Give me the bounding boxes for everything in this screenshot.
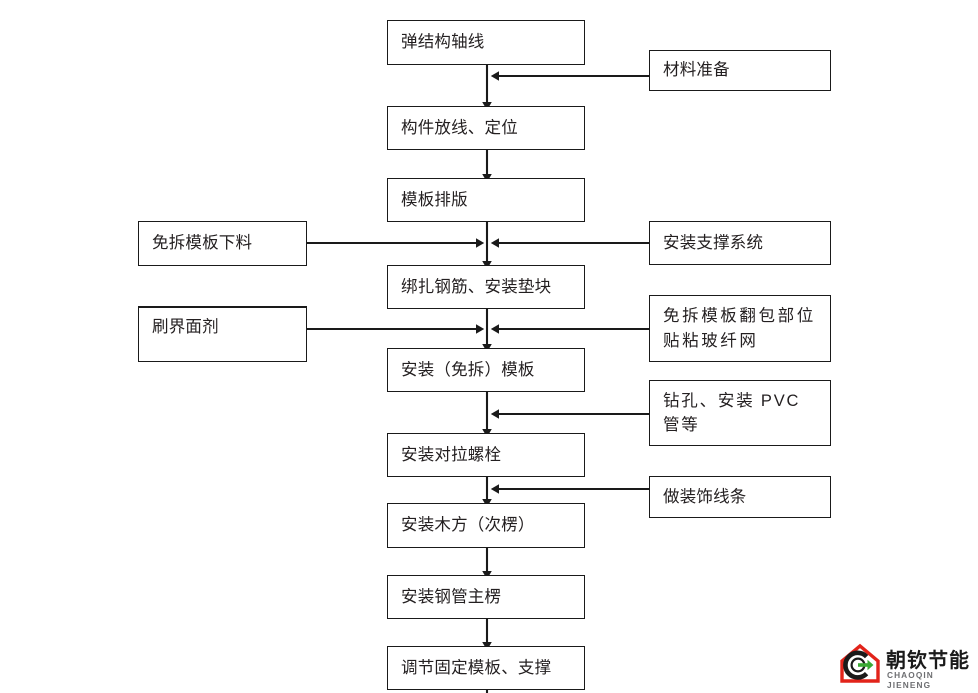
node-r2[interactable]: 安装支撑系统: [649, 221, 831, 265]
node-m1[interactable]: 弹结构轴线: [387, 20, 585, 65]
node-m5[interactable]: 安装（免拆）模板: [387, 348, 585, 392]
node-r1[interactable]: 材料准备: [649, 50, 831, 91]
node-m9[interactable]: 调节固定模板、支撑: [387, 646, 585, 690]
node-l1[interactable]: 免拆模板下料: [138, 221, 307, 266]
house-circle-arrow-icon: [840, 643, 880, 683]
node-m8[interactable]: 安装钢管主楞: [387, 575, 585, 619]
brand-logo: 朝钦节能 CHAOQIN JIENENG: [838, 641, 972, 690]
node-r5[interactable]: 做装饰线条: [649, 476, 831, 518]
node-m2[interactable]: 构件放线、定位: [387, 106, 585, 150]
node-r3[interactable]: 免拆模板翻包部位贴粘玻纤网: [649, 295, 831, 362]
node-l2[interactable]: 刷界面剂: [138, 306, 307, 362]
node-m3[interactable]: 模板排版: [387, 178, 585, 222]
node-r4[interactable]: 钻孔、安装 PVC管等: [649, 380, 831, 446]
logo-pinyin-name: CHAOQIN JIENENG: [887, 670, 934, 690]
node-m7[interactable]: 安装木方（次楞）: [387, 503, 585, 548]
node-m4[interactable]: 绑扎钢筋、安装垫块: [387, 265, 585, 309]
logo-chinese-name: 朝钦节能: [886, 648, 970, 672]
node-m6[interactable]: 安装对拉螺栓: [387, 433, 585, 477]
